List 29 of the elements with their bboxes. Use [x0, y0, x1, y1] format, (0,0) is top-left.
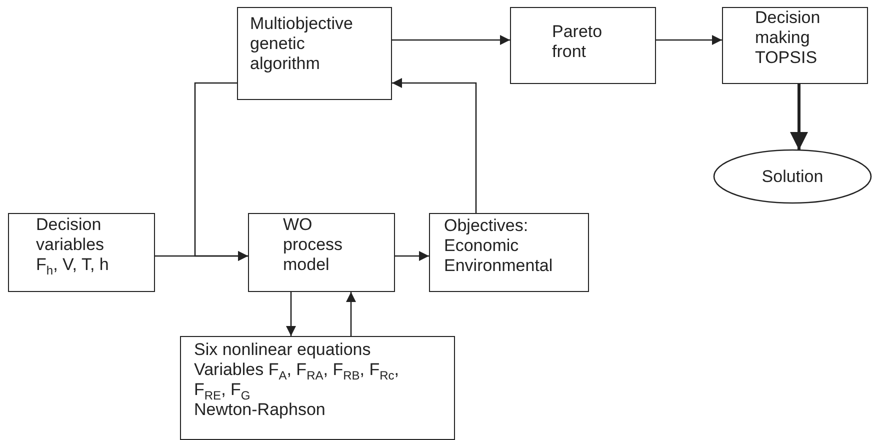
process-box — [8, 213, 155, 292]
node-label: Variables F$_{A}$, F$_{RA}$, F$_{RB}$, F$_{Rc}$, F$_{RE}$, F$_{G}$ — [194, 360, 400, 400]
node-label: WO process model — [283, 215, 344, 275]
terminal-ellipse — [714, 150, 871, 203]
node-label: Solution — [762, 166, 824, 186]
process-box — [248, 213, 395, 292]
process-box — [722, 7, 868, 84]
arrow — [346, 292, 356, 336]
arrow — [395, 251, 429, 261]
node-label: Economic — [444, 236, 520, 256]
process-box — [180, 336, 455, 440]
node-label: Multiobjective genetic algorithm — [250, 14, 354, 74]
arrow — [656, 35, 722, 45]
node-label: Environmental — [444, 256, 554, 276]
process-box — [429, 213, 589, 292]
arrow — [790, 84, 808, 150]
node-label: Objectives: — [444, 216, 530, 236]
node-label: Decision making TOPSIS — [755, 8, 822, 68]
node-label: Newton-Raphson — [194, 400, 326, 420]
arrow — [392, 78, 477, 213]
node-label: F$_{h}$, V, T, h — [36, 255, 110, 275]
process-box — [510, 7, 656, 84]
node-label: Decision variables — [36, 215, 106, 255]
arrow — [286, 292, 296, 336]
node-label: Pareto front — [552, 22, 604, 62]
arrow — [392, 35, 510, 45]
node-label: Six nonlinear equations — [194, 340, 372, 360]
arrow — [194, 82, 248, 261]
process-box — [237, 7, 392, 100]
